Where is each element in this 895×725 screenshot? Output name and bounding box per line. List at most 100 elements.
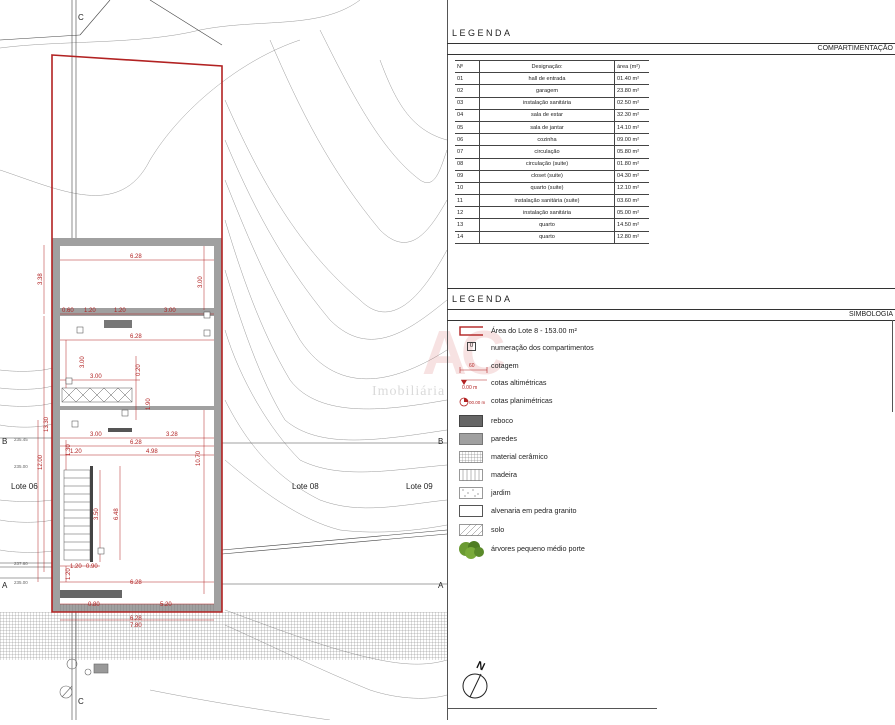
cell-area: 05.80 m² bbox=[614, 145, 649, 159]
cell-number: 01 bbox=[455, 72, 480, 86]
cell-number: 06 bbox=[455, 133, 480, 147]
cell-designation: sala de estar bbox=[479, 109, 615, 122]
dim-row-a-2: 1.20 bbox=[114, 308, 126, 314]
cell-number: 11 bbox=[455, 194, 480, 208]
section-mark-b-right: B bbox=[438, 437, 443, 446]
col-header-area: área (m²) bbox=[614, 59, 649, 74]
dim-row-d-1: 0.90 bbox=[86, 564, 98, 570]
cell-area: 09.00 m² bbox=[614, 133, 649, 147]
cell-area: 05.00 m² bbox=[614, 206, 649, 220]
cell-area: 23.80 m² bbox=[614, 84, 649, 98]
fill-mid-swatch bbox=[459, 433, 483, 445]
dim-row-a-0: 0.60 bbox=[62, 308, 74, 314]
dim-mid-width: 6.28 bbox=[130, 334, 142, 340]
dim-row-a-3: 3.00 bbox=[164, 308, 176, 314]
cell-area: 12.10 m² bbox=[614, 182, 649, 196]
dim-left-total: 13.30 bbox=[44, 416, 50, 432]
dim-hall-width: 3.00 bbox=[90, 374, 102, 380]
cell-area: 03.60 m² bbox=[614, 194, 649, 208]
dim-right-lower: 10.70 bbox=[196, 450, 202, 466]
cell-number: 05 bbox=[455, 121, 480, 135]
dim-v-c: 1.30 bbox=[66, 444, 72, 456]
dim-row-b-0: 3.00 bbox=[90, 432, 102, 438]
dimension-icon-mark: 60 bbox=[469, 363, 475, 369]
cell-designation: instalação sanitária bbox=[479, 206, 615, 220]
plan-level-icon-mark: 00.00 m bbox=[469, 400, 486, 405]
lot-area-icon bbox=[459, 326, 483, 336]
hatch-grid-swatch bbox=[459, 451, 483, 463]
dim-bottom-width: 6.28 bbox=[130, 580, 142, 586]
cell-designation: circulação (suite) bbox=[479, 158, 615, 171]
hatch-diagonal-swatch bbox=[459, 524, 483, 536]
dim-row-c-0: 1.20 bbox=[70, 449, 82, 455]
cell-area: 14.50 m² bbox=[614, 218, 649, 232]
cell-number: 09 bbox=[455, 170, 480, 183]
cell-number: 12 bbox=[455, 206, 480, 220]
dim-top-height: 3.38 bbox=[38, 273, 44, 285]
dots-swatch bbox=[459, 487, 483, 499]
table-header-row: Nº Designação: área (m²) bbox=[455, 59, 649, 74]
legend-panel: LEGENDA COMPARTIMENTAÇÃO Nº Designação: … bbox=[447, 0, 895, 720]
col-header-designation: Designação: bbox=[479, 59, 615, 74]
cell-area: 12.80 m² bbox=[614, 231, 649, 244]
symbol-label: numeração dos compartimentos bbox=[491, 343, 594, 352]
cell-number: 10 bbox=[455, 182, 480, 196]
dim-bottom-d: 7.80 bbox=[130, 623, 142, 629]
dim-bottom-a: 0.80 bbox=[88, 602, 100, 608]
site-plan: 6.28 3.38 3.00 0.60 1.20 1.20 3.00 6.28 … bbox=[0, 0, 448, 721]
north-arrow-icon: N bbox=[462, 659, 488, 699]
cell-number: 02 bbox=[455, 84, 480, 98]
level-tag-3: 235.00 bbox=[14, 580, 28, 585]
dim-v-d: 3.50 bbox=[94, 508, 100, 520]
cell-area: 14.10 m² bbox=[614, 121, 649, 135]
rule-5 bbox=[447, 320, 895, 321]
street-symbols bbox=[59, 658, 109, 699]
dim-stairs-height: 3.00 bbox=[80, 356, 86, 368]
cell-number: 08 bbox=[455, 158, 480, 171]
symbol-label: material cerâmico bbox=[491, 452, 548, 461]
room-number-boxes bbox=[65, 311, 211, 555]
cell-area: 01.80 m² bbox=[614, 158, 649, 171]
cell-designation: instalação sanitária (suite) bbox=[479, 194, 615, 208]
rule-2 bbox=[447, 54, 895, 55]
dim-row-a-1: 1.20 bbox=[84, 308, 96, 314]
symbol-label: solo bbox=[491, 525, 505, 534]
lot-8-outline bbox=[51, 54, 223, 613]
dim-v-e: 6.48 bbox=[114, 508, 120, 520]
level-tag-0: 235.45 bbox=[14, 437, 28, 442]
sidewalk-strip bbox=[0, 612, 447, 660]
lot-labels: Lote 06 Lote 08 Lote 09 bbox=[11, 482, 433, 491]
plan-level-icon: 00.00 m bbox=[459, 397, 486, 407]
legend-title-compartimentacao: LEGENDA bbox=[452, 28, 513, 38]
cell-number: 14 bbox=[455, 231, 480, 244]
cell-number: 13 bbox=[455, 218, 480, 232]
dim-top-width: 6.28 bbox=[130, 254, 142, 260]
cell-designation: cozinha bbox=[479, 133, 615, 147]
house-walls bbox=[52, 238, 222, 612]
cell-number: 04 bbox=[455, 109, 480, 122]
lot-label-06: Lote 06 bbox=[11, 482, 38, 491]
fill-dark-swatch bbox=[459, 415, 483, 427]
dimension-labels: 6.28 3.38 3.00 0.60 1.20 1.20 3.00 6.28 … bbox=[38, 254, 204, 629]
dim-row-d-0: 1.20 bbox=[70, 564, 82, 570]
level-tag-2: 237.60 bbox=[14, 561, 28, 566]
level-icon: 0.00 m bbox=[461, 379, 487, 391]
section-title-compartimentacao: COMPARTIMENTAÇÃO bbox=[817, 45, 893, 52]
cell-designation: garagem bbox=[479, 84, 615, 98]
cell-designation: sala de jantar bbox=[479, 121, 615, 135]
cell-number: 07 bbox=[455, 145, 480, 159]
plan-drawing: 6.28 3.38 3.00 0.60 1.20 1.20 3.00 6.28 … bbox=[0, 0, 448, 721]
cell-designation: hall de entrada bbox=[479, 72, 615, 86]
symbol-label: árvores pequeno médio porte bbox=[491, 544, 585, 553]
cell-designation: quarto (suite) bbox=[479, 182, 615, 196]
symbol-label: cotagem bbox=[491, 361, 519, 370]
